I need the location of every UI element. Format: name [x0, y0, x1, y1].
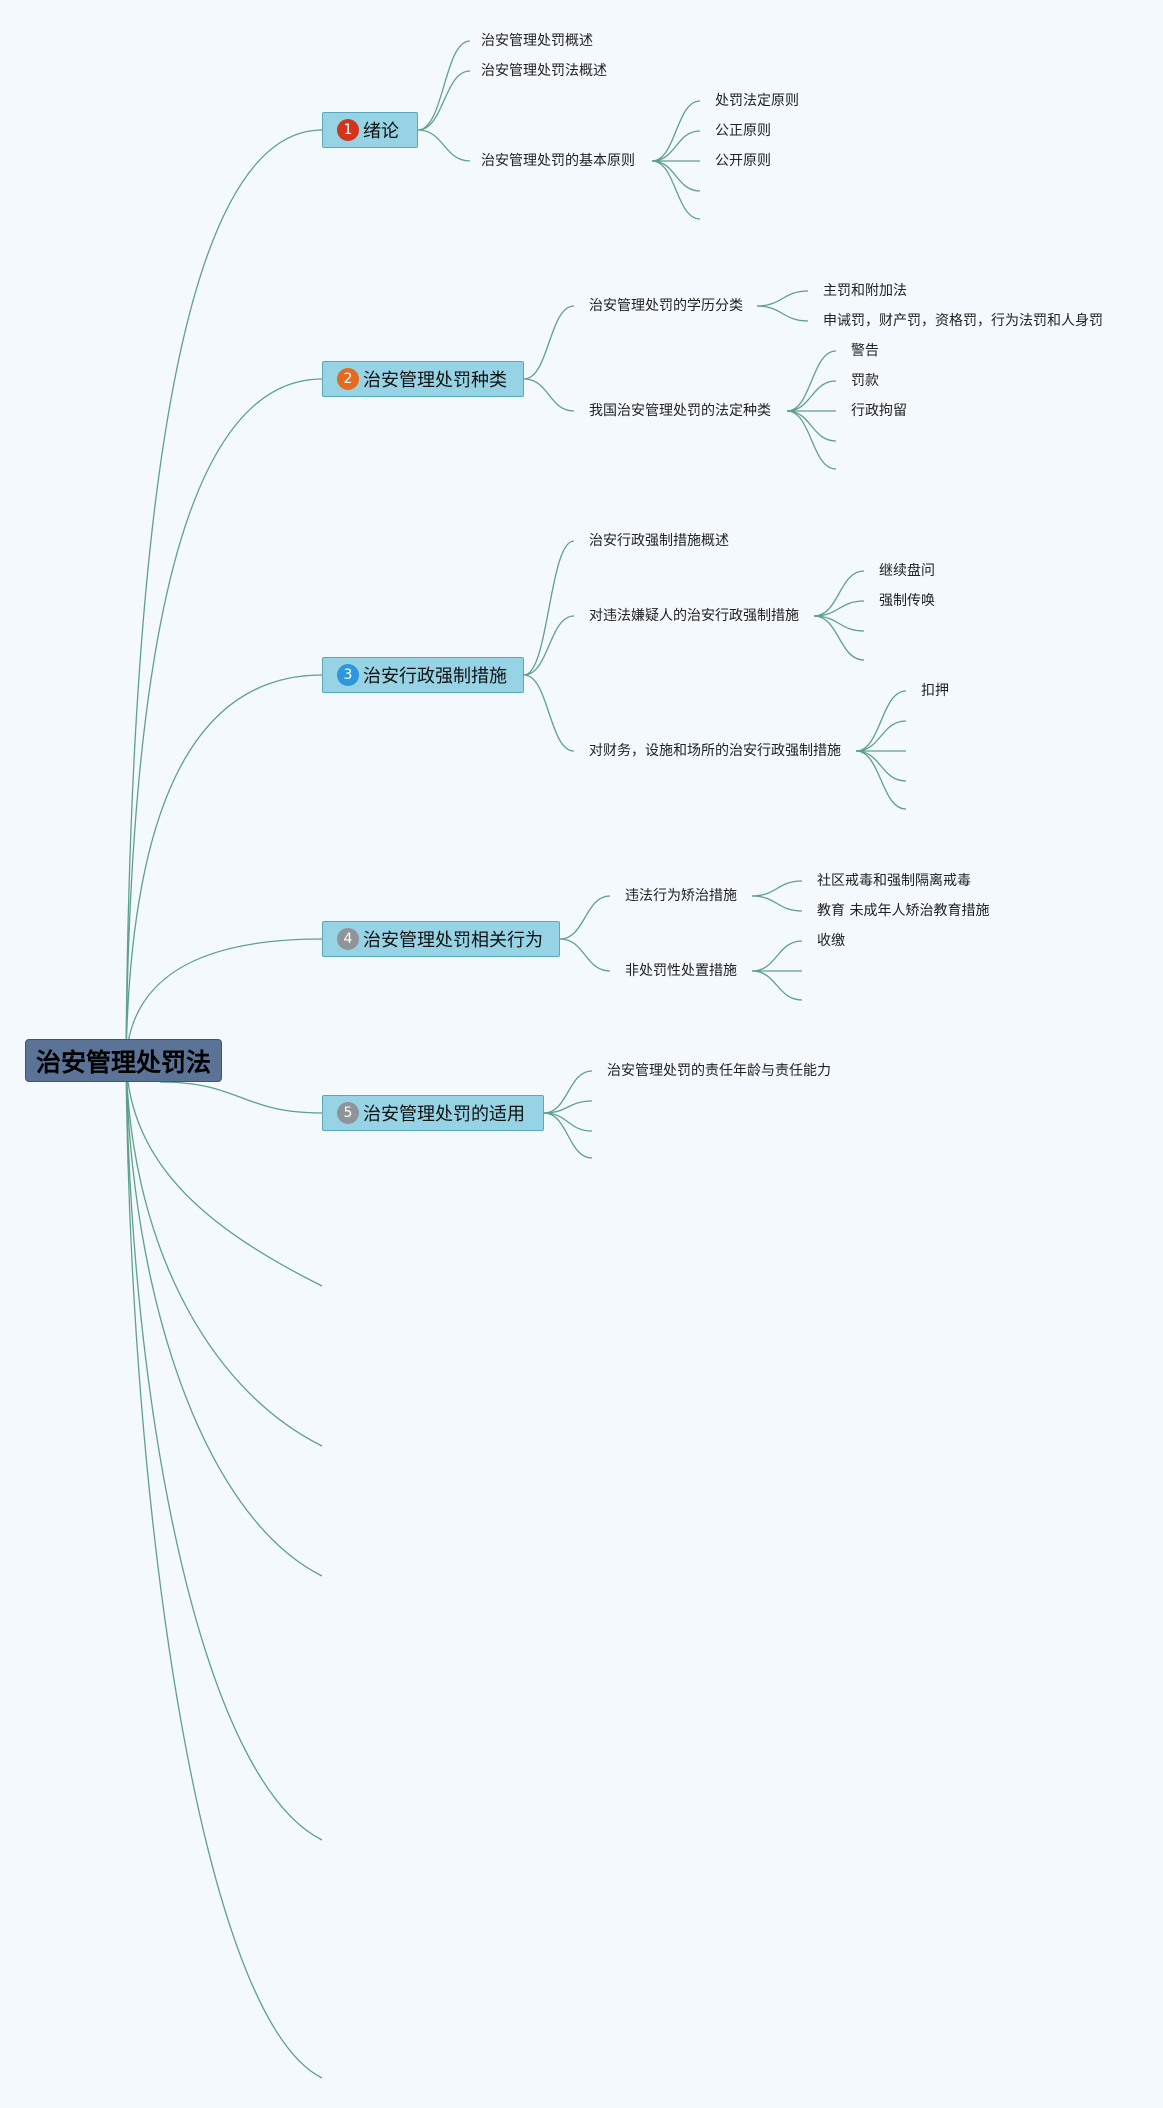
topic-2-subtopic-2[interactable]: 我国治安管理处罚的法定种类: [589, 403, 771, 419]
topic-1[interactable]: 1 绪论: [322, 112, 418, 148]
topic-2-subtopic-2-detail-1[interactable]: 警告: [851, 343, 879, 359]
connector-line-21: [756, 290, 809, 307]
connector-line-15: [651, 130, 701, 162]
topic-1-subtopic-3-detail-2[interactable]: 公正原则: [715, 123, 771, 139]
topic-3-label: 治安行政强制措施: [363, 666, 507, 687]
connector-line-30: [523, 674, 575, 752]
topic-3-subtopic-3-detail-1[interactable]: 扣押: [921, 683, 949, 699]
topic-2-subtopic-1[interactable]: 治安管理处罚的学历分类: [589, 298, 743, 314]
topic-4-subtopic-2-detail-1[interactable]: 收缴: [817, 933, 845, 949]
number-badge-5-icon: 5: [337, 1102, 359, 1124]
topic-1-subtopic-3[interactable]: 治安管理处罚的基本原则: [481, 153, 635, 169]
connector-line-26: [786, 410, 837, 442]
number-badge-1-icon: 1: [337, 119, 359, 141]
connector-line-32: [813, 600, 865, 617]
connector-line-9: [125, 1059, 323, 1841]
connector-line-49: [543, 1112, 593, 1132]
topic-1-subtopic-1[interactable]: 治安管理处罚概述: [481, 33, 593, 49]
topic-4[interactable]: 4 治安管理处罚相关行为: [322, 921, 560, 957]
connector-line-39: [855, 750, 907, 810]
connector-line-6: [125, 1059, 323, 1287]
connector-line-14: [651, 100, 701, 162]
connector-line-3: [125, 674, 323, 1061]
topic-1-subtopic-2[interactable]: 治安管理处罚法概述: [481, 63, 607, 79]
connector-line-28: [523, 540, 575, 676]
connector-line-10: [125, 1059, 323, 2079]
topic-2[interactable]: 2 治安管理处罚种类: [322, 361, 524, 397]
connector-line-31: [813, 570, 865, 617]
connector-line-13: [417, 129, 471, 162]
topic-4-subtopic-2[interactable]: 非处罚性处置措施: [625, 963, 737, 979]
topic-3[interactable]: 3 治安行政强制措施: [322, 657, 524, 693]
root-topic[interactable]: 治安管理处罚法: [25, 1039, 222, 1082]
connector-line-7: [125, 1059, 323, 1447]
topic-4-label: 治安管理处罚相关行为: [363, 930, 543, 951]
topic-4-subtopic-1[interactable]: 违法行为矫治措施: [625, 888, 737, 904]
topic-4-subtopic-1-detail-1[interactable]: 社区戒毒和强制隔离戒毒: [817, 873, 971, 889]
connector-line-41: [559, 938, 611, 972]
connector-line-34: [813, 615, 865, 661]
topic-3-subtopic-2-detail-2[interactable]: 强制传唤: [879, 593, 935, 609]
connector-line-11: [417, 40, 471, 131]
connector-line-43: [751, 895, 803, 912]
connector-line-29: [523, 615, 575, 676]
root-topic-label: 治安管理处罚法: [35, 1047, 211, 1077]
connector-line-40: [559, 895, 611, 940]
topic-2-subtopic-2-detail-3[interactable]: 行政拘留: [851, 403, 907, 419]
topic-3-subtopic-1[interactable]: 治安行政强制措施概述: [589, 533, 729, 549]
topic-2-subtopic-1-detail-1[interactable]: 主罚和附加法: [823, 283, 907, 299]
connector-line-35: [855, 690, 907, 752]
number-badge-3-icon: 3: [337, 664, 359, 686]
topic-2-subtopic-2-detail-2[interactable]: 罚款: [851, 373, 879, 389]
connector-line-44: [751, 940, 803, 972]
connector-line-38: [855, 750, 907, 782]
connector-line-18: [651, 160, 701, 220]
connector-line-20: [523, 378, 575, 412]
connector-line-46: [751, 970, 803, 1001]
topic-4-subtopic-1-detail-2[interactable]: 教育 未成年人矫治教育措施: [817, 903, 990, 919]
topic-1-subtopic-3-detail-3[interactable]: 公开原则: [715, 153, 771, 169]
connector-line-1: [125, 129, 323, 1061]
number-badge-2-icon: 2: [337, 368, 359, 390]
connector-line-12: [417, 70, 471, 131]
number-badge-4-icon: 4: [337, 928, 359, 950]
connector-line-48: [543, 1100, 593, 1114]
topic-1-subtopic-3-detail-1[interactable]: 处罚法定原则: [715, 93, 799, 109]
connector-line-23: [786, 350, 837, 412]
topic-5-label: 治安管理处罚的适用: [363, 1104, 525, 1125]
topic-5-subtopic-1[interactable]: 治安管理处罚的责任年龄与责任能力: [607, 1063, 831, 1079]
connector-line-22: [756, 305, 809, 322]
connector-line-4: [125, 938, 323, 1061]
connector-line-24: [786, 380, 837, 412]
topic-3-subtopic-3[interactable]: 对财务，设施和场所的治安行政强制措施: [589, 743, 841, 759]
topic-2-subtopic-1-detail-2[interactable]: 申诫罚，财产罚，资格罚，行为法罚和人身罚: [823, 313, 1103, 329]
topic-5[interactable]: 5 治安管理处罚的适用: [322, 1095, 544, 1131]
connector-line-50: [543, 1112, 593, 1159]
connector-line-42: [751, 880, 803, 897]
connector-line-36: [855, 720, 907, 752]
connector-line-17: [651, 160, 701, 192]
connector-line-47: [543, 1070, 593, 1114]
connector-line-2: [125, 378, 323, 1061]
topic-1-label: 绪论: [363, 121, 399, 142]
topic-2-label: 治安管理处罚种类: [363, 370, 507, 391]
connector-line-19: [523, 305, 575, 380]
connector-line-8: [125, 1059, 323, 1577]
topic-3-subtopic-2-detail-1[interactable]: 继续盘问: [879, 563, 935, 579]
connector-line-27: [786, 410, 837, 470]
topic-3-subtopic-2[interactable]: 对违法嫌疑人的治安行政强制措施: [589, 608, 799, 624]
connector-line-5: [159, 1081, 323, 1114]
